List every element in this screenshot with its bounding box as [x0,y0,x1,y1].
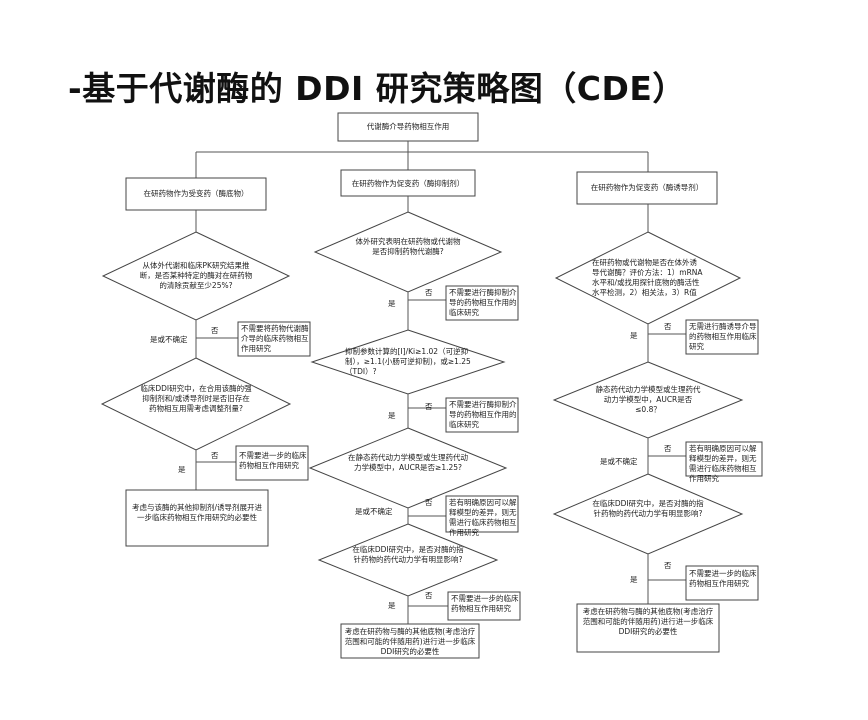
center-q2-no-label: 否 [425,402,433,411]
left-q2-no-label: 否 [211,451,219,460]
center-q1-no-box: 不需要进行酶抑制介导的药物相互作用的临床研究 [449,288,517,317]
left-q1-no-label: 否 [211,326,219,335]
right-q3-yes-label: 是 [630,575,638,584]
left-header-box: 在研药物作为受变药（酶底物） [143,189,249,198]
left-q1-no-box: 不需要将药物代谢酶介导的临床药物相互作用研究 [241,324,309,353]
center-final-box: 考虑在研药物与酶的其他底物(考虑治疗范围和可能的伴随用药)进行进一步临床DDI研… [344,627,476,656]
left-q2-yes-label: 是 [178,465,186,474]
center-q2-yes-label: 是 [388,411,396,420]
center-q4-no-box: 不需要进一步的临床药物相互作用研究 [451,594,519,613]
center-q3-no-box: 若有明确原因可以解释模型的差异，则无需进行临床药物相互作用研究 [449,498,517,537]
center-q1-yes-label: 是 [388,299,396,308]
right-q1-no-label: 否 [664,322,672,331]
slide-title: -基于代谢酶的 DDI 研究策略图（CDE） [68,69,686,108]
center-decision-2: 抑制参数计算的[I]/Ki≥1.02（可逆抑制），≥1.1(小肠可逆抑制)，或≥… [345,347,471,376]
center-q3-no-label: 否 [425,498,433,507]
center-decision-1: 体外研究表明在研药物或代谢物是否抑制药物代谢酶? [355,237,461,256]
center-q2-no-box: 不需要进行酶抑制介导的药物相互作用的临床研究 [449,400,517,429]
right-q3-no-label: 否 [664,561,672,570]
right-header-box: 在研药物作为促变药（酶诱导剂） [590,183,704,192]
left-decision-1: 从体外代谢和临床PK研究结果推断，是否某种特定的酶对在研药物的清除贡献至少25%… [139,261,253,290]
left-q2-no-box: 不需要进一步的临床药物相互作用研究 [239,451,307,470]
center-q1-no-label: 否 [425,288,433,297]
top-box-shape [337,112,479,142]
right-decision-2: 静态药代动力学模型或生理药代动力学模型中，AUCR是否≤0.8？ [595,385,701,414]
right-q1-no-box: 无需进行酶诱导介导的药物相互作用临床研究 [689,322,757,351]
right-decision-3: 在临床DDI研究中，是否对酶的指针药物的药代动力学有明显影响? [592,499,704,518]
left-q1-yes-label: 是或不确定 [150,335,188,344]
center-decision-3: 在静态药代动力学模型或生理药代动力学模型中，AUCR是否≥1.25? [348,453,468,472]
center-q3-yes-label: 是或不确定 [355,507,393,516]
top-box: 代谢酶介导药物相互作用 [366,122,450,131]
right-final-box: 考虑在研药物与酶的其他底物(考虑治疗范围和可能的伴随用药)进行进一步临床DDI研… [582,607,714,636]
left-final-box: 考虑与该酶的其他抑制剂/诱导剂展开进一步临床药物相互作用研究的必要性 [131,503,263,522]
right-q2-no-label: 否 [664,444,672,453]
right-q2-no-box: 若有明确原因可以解释模型的差异，则无需进行临床药物相互作用研究 [689,444,757,483]
center-q4-no-label: 否 [425,591,433,600]
center-header-box: 在研药物作为促变药（酶抑制剂） [351,179,465,188]
right-q1-yes-label: 是 [630,331,638,340]
right-decision-1: 在研药物或代谢物是否在体外诱导代谢酶？评价方法：1）mRNA水平和/或找用探针底… [592,258,703,297]
right-q2-yes-label: 是或不确定 [600,457,638,466]
center-q4-yes-label: 是 [388,601,396,610]
center-decision-4: 在临床DDI研究中，是否对酶的指针药物的药代动力学有明显影响? [352,545,464,564]
right-q3-no-box: 不需要进一步的临床药物相互作用研究 [689,569,757,588]
left-decision-2: 临床DDI研究中，在合用该酶的强抑制剂和/或诱导剂时是否旧存在药物相互用需考虑调… [140,384,252,413]
